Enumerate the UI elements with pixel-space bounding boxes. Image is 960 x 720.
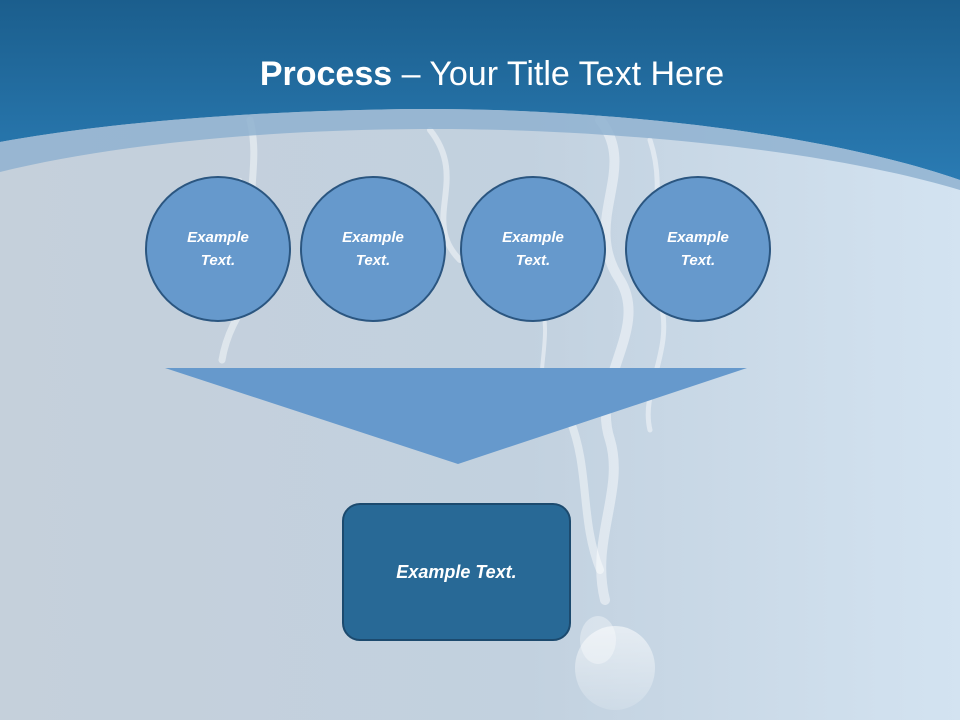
title-bold: Process (259, 55, 393, 93)
water-drop-decoration (575, 626, 655, 710)
header-band (0, 0, 960, 180)
funnel-arrow (165, 368, 747, 464)
title-rest: – Your Title Text Here (392, 55, 725, 93)
result-text: Example Text. (396, 561, 517, 582)
result-box: Example Text. (342, 503, 571, 641)
slide-title: Process – Your Title Text Here (0, 52, 960, 96)
header-accent-stripe (0, 108, 960, 190)
